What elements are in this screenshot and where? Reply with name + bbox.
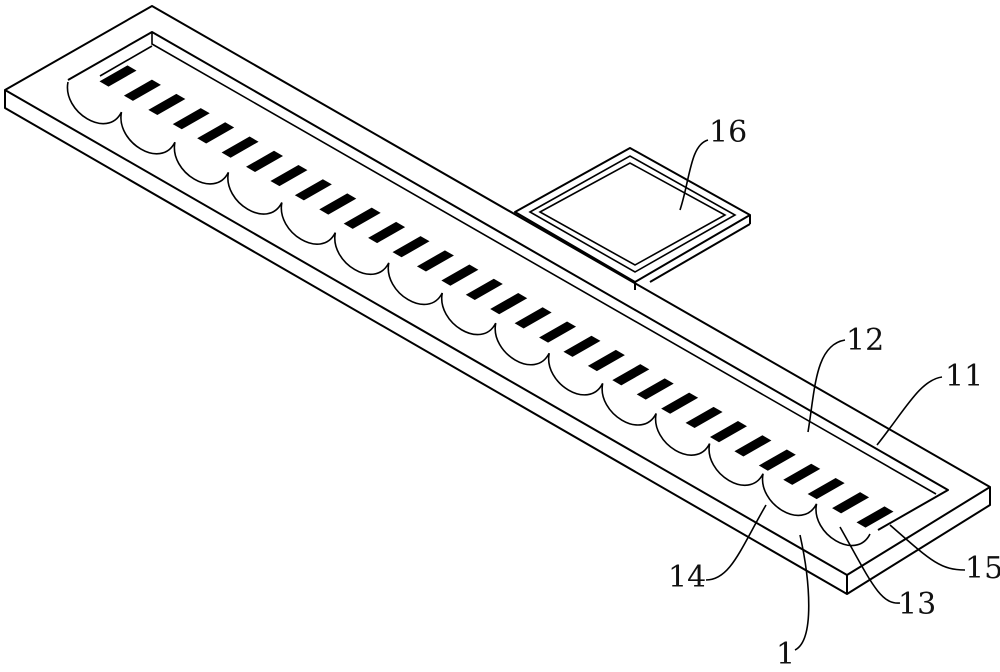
stripe	[100, 65, 137, 86]
stripe	[808, 478, 845, 499]
stripe-row	[100, 65, 894, 527]
stripe	[124, 80, 161, 101]
stripe	[563, 336, 600, 357]
stripe	[222, 137, 259, 158]
label-14: 14	[668, 563, 706, 593]
stripe	[539, 321, 576, 342]
stripe	[612, 364, 649, 385]
label-15: 15	[965, 554, 1000, 584]
stripe	[393, 236, 430, 257]
label-16: 16	[709, 118, 747, 148]
scallop-edge	[67, 82, 870, 546]
handle-frame	[515, 148, 750, 290]
stripe	[515, 307, 552, 328]
stripe	[270, 165, 307, 186]
stripe	[588, 350, 625, 371]
stripe	[661, 393, 698, 414]
stripe	[466, 279, 503, 300]
stripe	[246, 151, 283, 172]
label-12: 12	[846, 326, 884, 356]
stripe	[417, 250, 454, 271]
stripe	[344, 208, 381, 229]
stripe	[441, 265, 478, 286]
stripe	[295, 179, 332, 200]
stripe	[832, 492, 869, 513]
recess-groove	[68, 32, 948, 530]
stripe	[490, 293, 527, 314]
stripe	[173, 108, 210, 129]
stripe	[637, 378, 674, 399]
scallop-curve	[67, 82, 870, 546]
label-11: 11	[945, 362, 983, 392]
label-13: 13	[898, 590, 936, 620]
stripe	[783, 464, 820, 485]
stripe	[710, 421, 747, 442]
stripe	[148, 94, 185, 115]
stripe	[319, 193, 356, 214]
stripe	[197, 122, 234, 143]
stripe	[734, 435, 771, 456]
stripe	[759, 449, 796, 470]
stripe	[686, 407, 723, 428]
stripe	[368, 222, 405, 243]
label-1: 1	[776, 640, 795, 670]
